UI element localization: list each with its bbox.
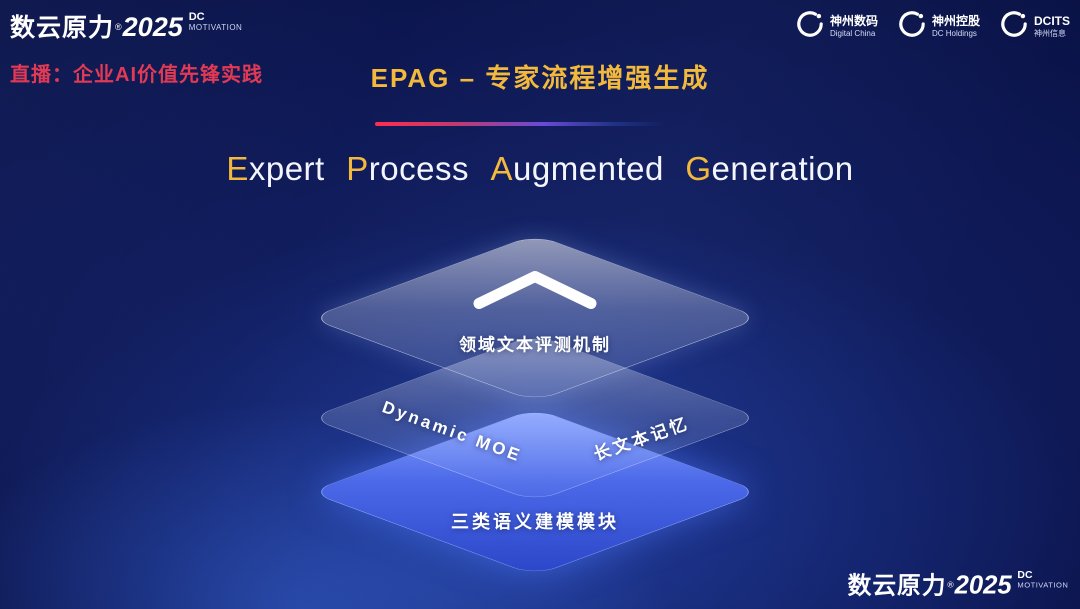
dc-holdings-logo: 神州控股 DC Holdings — [898, 10, 980, 43]
main-heading: Expert Process Augmented Generation — [0, 150, 1080, 188]
partner-logos: 神州数码 Digital China 神州控股 DC Holdings DCIT… — [796, 10, 1070, 43]
digital-china-logo: 神州数码 Digital China — [796, 10, 878, 43]
title-underline — [375, 122, 665, 126]
dcits-logo-icon — [1000, 10, 1028, 43]
logo-line1: 神州数码 — [829, 14, 878, 28]
brand-name: 数云原力 — [10, 14, 115, 42]
brand-year: 2025 — [122, 12, 183, 42]
brand-name: 数云原力 — [847, 572, 947, 600]
brand-dc-text: DC — [1017, 569, 1033, 582]
heading-word: Generation — [685, 150, 854, 187]
heading-word: Augmented — [490, 150, 664, 187]
dc-holdings-logo-icon — [898, 10, 926, 43]
heading-word: Expert — [226, 150, 325, 187]
brand-dc-text: DC — [188, 11, 205, 23]
chevron-up-icon — [470, 267, 600, 318]
logo-line1: DCITS — [1034, 14, 1070, 28]
layer-evaluation — [308, 234, 762, 402]
layer-label-semantic-modeling: 三类语义建模模块 — [451, 512, 619, 532]
brand-logo-top-left: 数云原力®2025 DC MOTIVATION — [10, 8, 242, 44]
brand-logo-bottom-right: 数云原力®2025 DC MOTIVATION — [847, 567, 1068, 601]
registered-mark: ® — [947, 579, 954, 590]
brand-motivation-text: MOTIVATION — [188, 22, 243, 32]
logo-line1: 神州控股 — [931, 14, 980, 28]
heading-word: Process — [346, 150, 469, 187]
logo-line2: Digital China — [829, 28, 876, 38]
digital-china-logo-icon — [796, 10, 824, 43]
live-stream-tag: 直播：企业AI价值先锋实践 — [10, 64, 263, 86]
logo-line2: DC Holdings — [931, 28, 977, 38]
layer-label-evaluation: 领域文本评测机制 — [459, 335, 611, 355]
dcits-logo: DCITS 神州信息 — [1000, 10, 1070, 43]
logo-line2: 神州信息 — [1034, 28, 1066, 38]
registered-mark: ® — [115, 21, 122, 32]
slide-title: EPAG – 专家流程增强生成 — [370, 63, 710, 93]
brand-year: 2025 — [954, 570, 1012, 600]
brand-motivation-text: MOTIVATION — [1017, 580, 1068, 590]
